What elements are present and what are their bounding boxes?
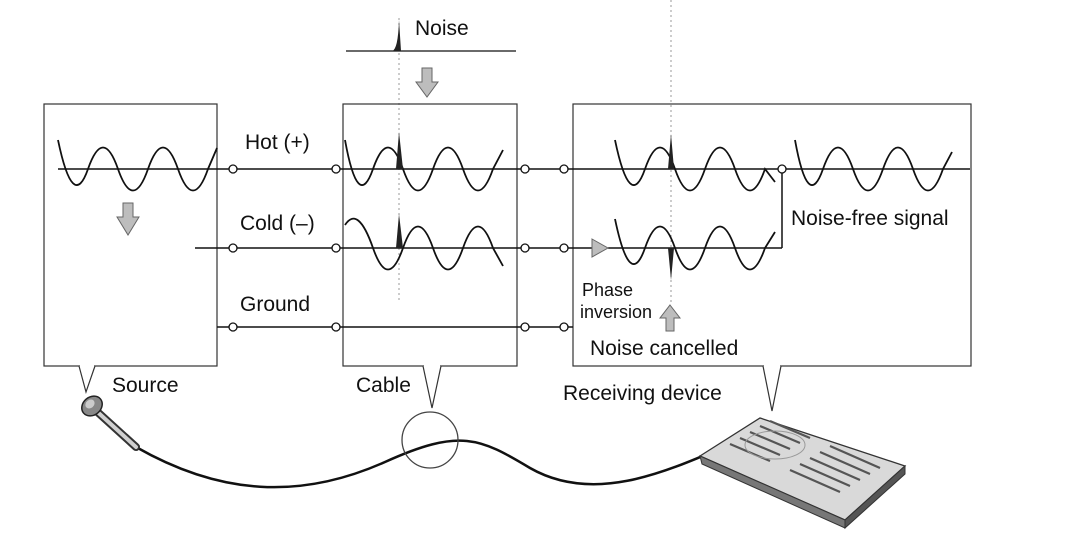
terminal	[520, 164, 530, 174]
cable-label: Cable	[356, 374, 411, 397]
source-label: Source	[112, 374, 179, 397]
terminal	[228, 164, 238, 174]
cable-hot-waveform	[344, 139, 504, 192]
receiving-callout-tail	[762, 365, 782, 412]
receiving-device-label: Receiving device	[563, 382, 722, 405]
terminal	[331, 243, 341, 253]
source-box	[43, 103, 218, 367]
terminal	[559, 322, 569, 332]
terminal	[559, 243, 569, 253]
source-callout-tail	[78, 365, 96, 395]
receiving-hot-waveform	[614, 139, 776, 192]
cold-label: Cold (–)	[240, 212, 315, 235]
source-split-arrow-icon	[116, 202, 140, 236]
noise-label: Noise	[415, 17, 469, 40]
terminal	[228, 243, 238, 253]
phase-inversion-label-line1: Phase	[582, 280, 633, 300]
terminal	[228, 322, 238, 332]
ground-label: Ground	[240, 293, 310, 316]
microphone-cable	[135, 436, 746, 489]
terminal	[520, 322, 530, 332]
inverted-noise-spike	[668, 248, 674, 280]
inverted-cold-waveform	[614, 218, 776, 271]
cable-magnifier-circle	[401, 411, 459, 469]
phase-inversion-label-line2: inversion	[580, 302, 652, 322]
terminal	[331, 322, 341, 332]
noise-cancelled-up-arrow-icon	[658, 304, 682, 332]
cold-noise-spike	[396, 214, 403, 248]
hot-noise-spike	[396, 132, 403, 169]
cable-callout-tail	[422, 365, 442, 409]
hot-label: Hot (+)	[245, 131, 310, 154]
noise-free-waveform	[794, 139, 953, 192]
terminal	[777, 164, 787, 174]
microphone-icon	[81, 395, 140, 451]
receiving-hot-noise-spike	[668, 134, 674, 169]
mixing-console-icon	[698, 417, 907, 530]
phase-inversion-triangle-icon	[591, 238, 610, 258]
terminal	[559, 164, 569, 174]
noise-cancelled-label: Noise cancelled	[590, 337, 738, 360]
cable-cold-waveform	[344, 217, 504, 271]
noise-down-arrow-icon	[415, 67, 439, 98]
noise-free-signal-label: Noise-free signal	[791, 207, 949, 230]
terminal	[331, 164, 341, 174]
terminals	[228, 164, 787, 332]
receiving-device-box	[572, 103, 972, 367]
terminal	[520, 243, 530, 253]
source-waveform	[57, 139, 218, 192]
noise-indicator: Noise	[346, 17, 516, 98]
